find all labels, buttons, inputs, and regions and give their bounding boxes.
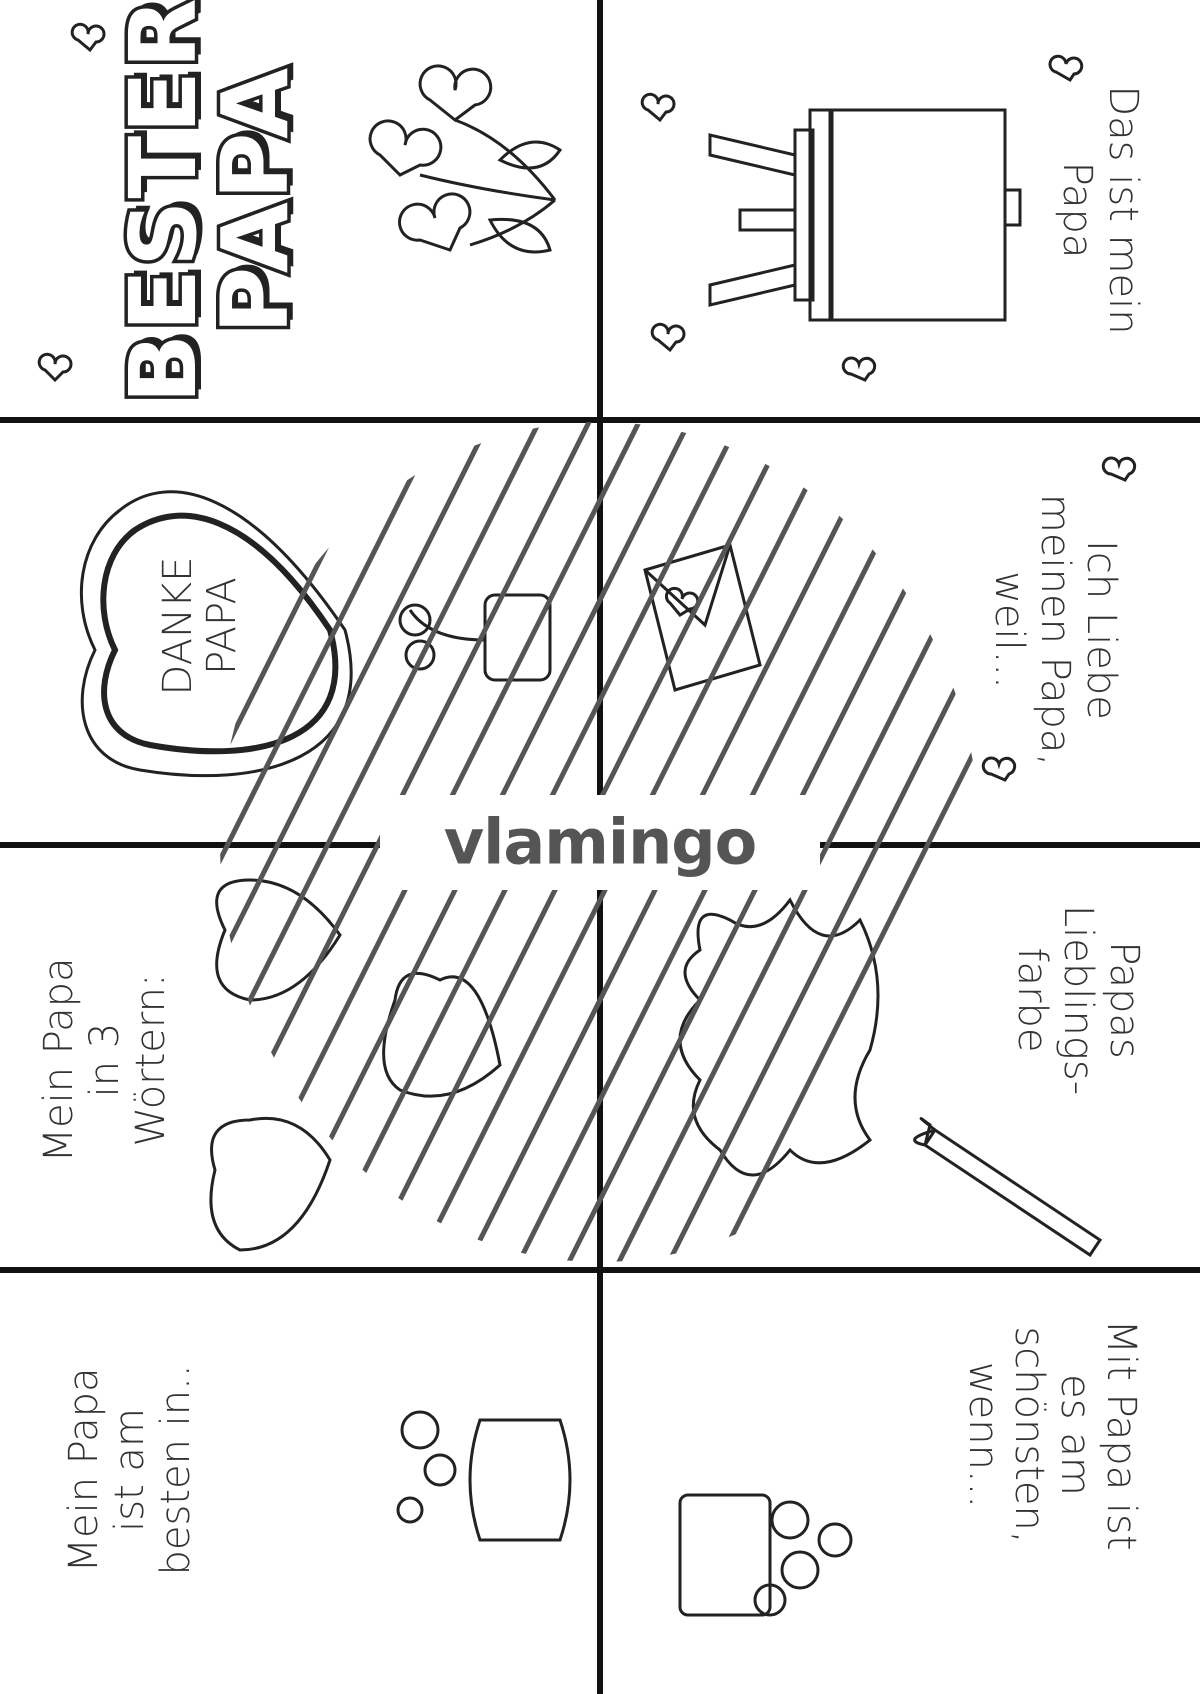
panel-text-line: Mit Papa ist	[1098, 1319, 1144, 1551]
title-line-2: PAPA	[199, 62, 313, 337]
panel-text-line: Das ist mein	[1100, 85, 1146, 335]
panel-text-line: Papa	[1054, 161, 1100, 259]
flower-cup-icon	[678, 1493, 853, 1617]
heart-balloons-icon	[209, 878, 502, 1252]
potted-plant-icon	[398, 593, 552, 682]
panel-text-line: Lieblings-	[1055, 904, 1101, 1096]
panel-text-line: schönsten,	[1006, 1326, 1052, 1544]
panel-text-lieblingsfarbe: Papas Lieblings- farbe	[1009, 905, 1147, 1095]
watermark-band	[380, 795, 820, 890]
panel-text-ich-liebe: Ich Liebe meinen Papa, weil...	[986, 494, 1124, 766]
tulip-bouquet-icon	[368, 64, 563, 254]
heart-label: DANKE PAPA	[155, 556, 245, 696]
scalloped-heart-icon	[79, 490, 353, 778]
paint-splash-icon	[678, 897, 880, 1177]
panel-text-line: Mein Papa	[61, 1367, 107, 1573]
panel-text-mein-papa-in-3-woertern: Mein Papa in 3 Wörtern:	[36, 957, 174, 1162]
panel-text-das-ist-mein-papa: Das ist mein Papa	[1054, 85, 1146, 334]
panel-text-line: farbe	[1009, 947, 1055, 1053]
panel-text-mein-papa-ist-am-besten: Mein Papa ist am besten in..	[61, 1364, 199, 1575]
panel-text-line: Mein Papa	[36, 957, 82, 1163]
easel-icon	[708, 108, 1022, 322]
heart-doodles	[37, 22, 1137, 782]
panel-text-line: es am	[1052, 1374, 1098, 1496]
watermark-logo: vlamingo	[443, 805, 757, 879]
title-line-1: BESTER	[107, 0, 221, 407]
panel-text-line: ist am	[107, 1408, 153, 1532]
panel-text-line: in 3	[82, 1022, 128, 1098]
panel-text-line: Wörtern:	[128, 973, 174, 1147]
panel-text-line: meinen Papa,	[1032, 493, 1078, 767]
panel-text-line: Papas	[1101, 941, 1147, 1059]
panel-text-line: Ich Liebe	[1078, 540, 1124, 720]
page-title: BESTER PAPA	[107, 0, 313, 407]
panel-text-mit-papa-ist-es-am-schoensten: Mit Papa ist es am schönsten, wenn...	[960, 1319, 1144, 1550]
paintbrush-icon	[913, 1117, 1103, 1258]
panel-text-line: besten in..	[153, 1364, 199, 1576]
heart-label-line-1: DANKE	[155, 556, 201, 696]
panel-text-line: weil...	[986, 571, 1032, 689]
panel-text-line: wenn...	[960, 1361, 1006, 1509]
heart-label-line-2: PAPA	[199, 577, 245, 675]
flower-vase-icon	[396, 1410, 572, 1542]
